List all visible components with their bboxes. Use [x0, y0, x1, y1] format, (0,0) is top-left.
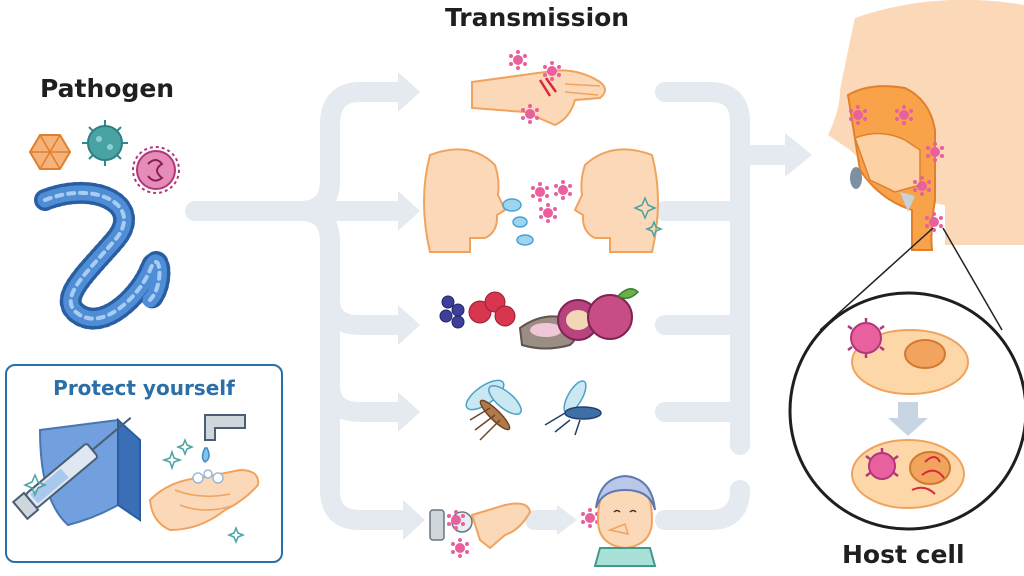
- filovirus-icon: [34, 181, 171, 330]
- head-profile-icon: [828, 0, 1024, 251]
- food-icon: [439, 288, 640, 350]
- mosquito-icon: [465, 379, 602, 441]
- virus-pink-icon: [132, 146, 180, 194]
- syringe-shield-icon: [11, 417, 141, 527]
- host-cell-icon: [788, 291, 1024, 531]
- protect-yourself-title: Protect yourself: [53, 376, 235, 400]
- protect-yourself-panel: Protect yourself: [5, 364, 283, 563]
- arrow-heads: [398, 72, 812, 540]
- host-cell-label: Host cell: [842, 540, 965, 569]
- flow-arrows: [185, 82, 800, 530]
- pathogen-label: Pathogen: [40, 74, 175, 103]
- contact-icon: [429, 474, 657, 567]
- virus-orange-icon: [28, 134, 72, 170]
- virus-teal-icon: [82, 120, 128, 166]
- droplet-faces-icon: [423, 148, 664, 253]
- injured-hand-icon: [471, 50, 606, 127]
- zoom-lines: [819, 227, 1003, 331]
- transmission-label: Transmission: [445, 3, 630, 32]
- handwashing-icon: [148, 414, 260, 545]
